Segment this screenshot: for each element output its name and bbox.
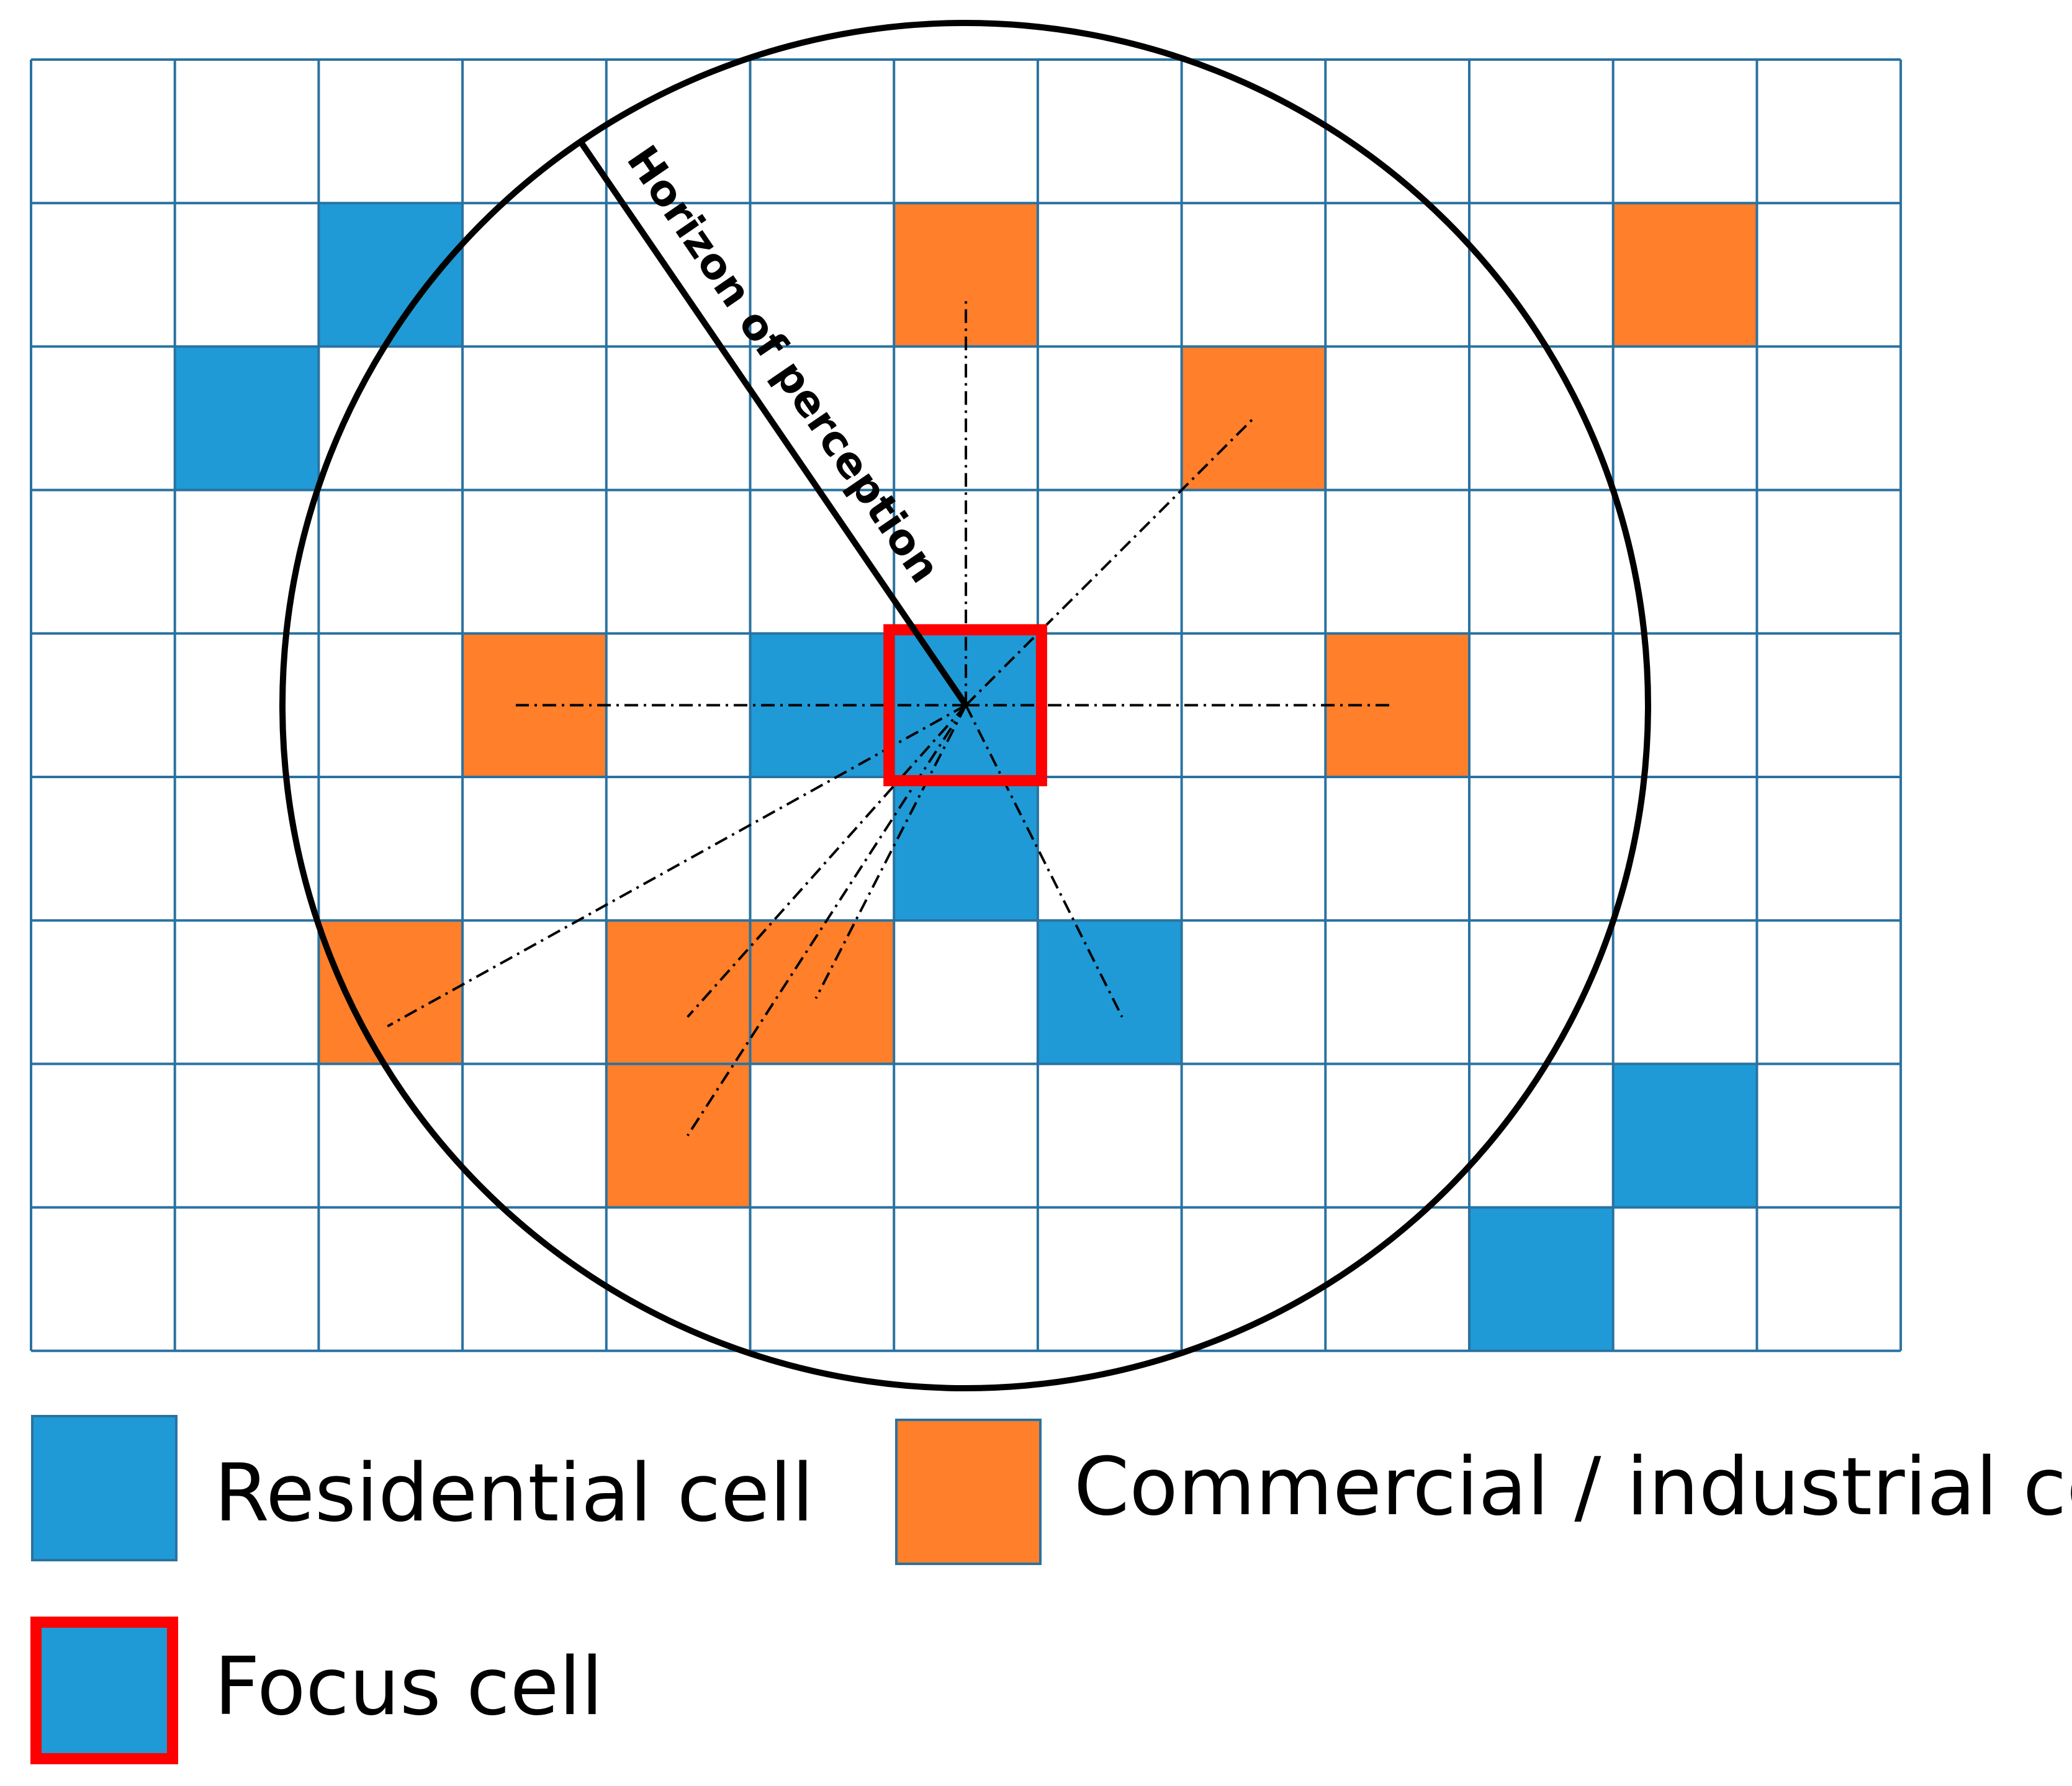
legend: Residential cell Commercial / industrial… bbox=[30, 1415, 2072, 1764]
commercial-cell bbox=[894, 203, 1038, 347]
sight-ray bbox=[687, 704, 967, 1018]
legend-commercial-label: Commercial / industrial cell bbox=[1074, 1441, 2072, 1533]
sight-ray bbox=[387, 704, 967, 1028]
residential-cell bbox=[318, 203, 463, 347]
commercial-cell bbox=[606, 1064, 750, 1208]
legend-focus-label: Focus cell bbox=[214, 1641, 603, 1733]
legend-residential-swatch bbox=[31, 1415, 178, 1561]
horizon-radius-line bbox=[577, 140, 969, 707]
sight-ray bbox=[965, 417, 1254, 706]
grid-lines bbox=[30, 58, 1903, 1352]
residential-cell bbox=[1613, 1064, 1757, 1208]
commercial-cell bbox=[606, 920, 750, 1064]
horizon-circle bbox=[279, 20, 1651, 1391]
sight-ray bbox=[965, 704, 1124, 1018]
legend-residential-label: Residential cell bbox=[214, 1447, 814, 1540]
residential-cell bbox=[174, 346, 319, 490]
legend-focus-swatch bbox=[30, 1617, 178, 1764]
commercial-cell bbox=[318, 920, 463, 1064]
commercial-cell bbox=[1325, 633, 1469, 777]
focus-cell-marker bbox=[883, 624, 1047, 786]
commercial-cell bbox=[750, 920, 894, 1064]
residential-cell bbox=[1469, 1207, 1613, 1351]
sight-ray bbox=[814, 704, 967, 999]
commercial-cell bbox=[1613, 203, 1757, 347]
residential-cell bbox=[894, 777, 1038, 921]
commercial-cell bbox=[462, 633, 606, 777]
legend-commercial-swatch bbox=[895, 1419, 1042, 1565]
